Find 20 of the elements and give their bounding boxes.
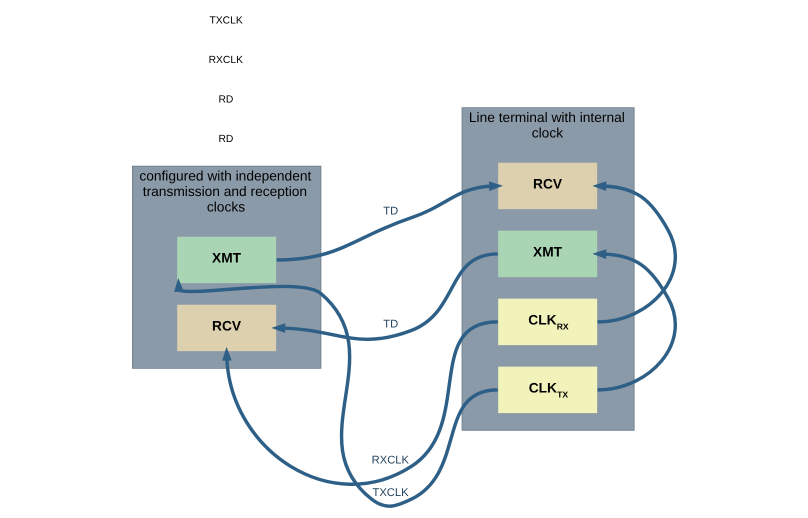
arrow	[174, 278, 498, 508]
arrow	[592, 181, 677, 324]
label: RD	[218, 94, 234, 106]
node-box: XMT	[177, 236, 276, 284]
node-box: XMT	[498, 230, 598, 278]
arrow	[276, 181, 503, 262]
edge-label: TD	[383, 318, 398, 330]
arrow	[271, 252, 498, 341]
node-box: CLK$_{TX}$	[498, 366, 598, 414]
label: RD	[218, 134, 234, 146]
edge-label: RXCLK	[372, 454, 409, 466]
node-box: RCV	[177, 304, 276, 352]
edge-label: TD	[383, 206, 398, 218]
edge-label: TXCLK	[372, 487, 409, 500]
node-box: CLK$_{RX}$	[498, 298, 598, 346]
arrow	[222, 320, 498, 486]
node-box: RCV	[498, 162, 598, 210]
label: TXCLK	[209, 15, 243, 26]
arrow	[592, 249, 677, 392]
label: RXCLK	[208, 54, 243, 66]
